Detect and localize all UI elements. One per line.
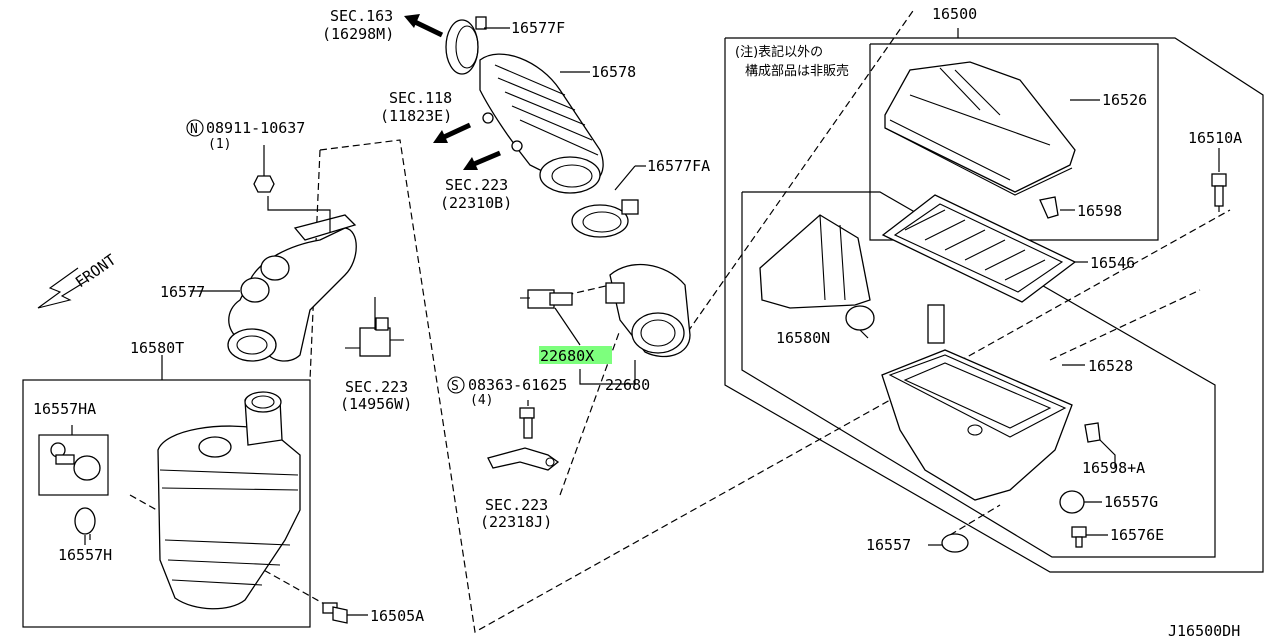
label-sec163-ref: (16298M): [322, 25, 394, 43]
valve-14956w-icon: [345, 317, 404, 357]
clip-16598-icon: [1039, 196, 1059, 219]
arrow-sec163-icon: [404, 14, 444, 38]
note-line-2: 構成部品は非販売: [745, 63, 849, 79]
label-sec223-b: SEC.223: [345, 378, 408, 396]
bolt-16505a-icon: [322, 602, 348, 624]
label-n-mark: N: [190, 122, 198, 137]
bracket-22318j-icon: [487, 447, 560, 471]
label-16546[interactable]: 16546: [1090, 254, 1135, 272]
sensor-22680x-icon: [520, 289, 573, 309]
bolt-16576e-icon: [1071, 526, 1087, 548]
screw-s-mark-icon: S: [447, 376, 465, 394]
cover-16526-icon: [884, 61, 1076, 196]
label-16578[interactable]: 16578: [591, 63, 636, 81]
label-diagram-id: J16500DH: [1168, 622, 1240, 640]
mount-16557h-icon: [74, 507, 96, 540]
label-16557[interactable]: 16557: [866, 536, 911, 554]
label-16500[interactable]: 16500: [932, 5, 977, 23]
case-16528-icon: [881, 304, 1073, 501]
label-22680[interactable]: 22680: [605, 376, 650, 394]
frame-resonator-box: [22, 379, 311, 628]
frame-air-cleaner-upper: [869, 43, 1159, 241]
label-16577fa[interactable]: 16577FA: [647, 157, 710, 175]
duct-16578-icon: [479, 53, 604, 194]
label-sec118: SEC.118: [389, 89, 452, 107]
label-sec223-a: SEC.223: [445, 176, 508, 194]
arrow-sec118-icon: [433, 122, 472, 143]
label-sec223-c-ref: (22318J): [480, 513, 552, 531]
bolt-n-mark-icon: N: [186, 119, 204, 137]
clamp-16577fa-icon: [571, 199, 639, 238]
duct-16580n-icon: [759, 214, 875, 331]
mount-16557ha-icon: [50, 442, 101, 481]
label-sec163: SEC.163: [330, 7, 393, 25]
label-16580n[interactable]: 16580N: [776, 329, 830, 347]
note-line-1: (注)表記以外の: [735, 44, 823, 60]
label-16510a[interactable]: 16510A: [1188, 129, 1242, 147]
mount-16557g-icon: [1059, 490, 1085, 514]
label-16577[interactable]: 16577: [160, 283, 205, 301]
arrow-sec223-icon: [463, 150, 501, 170]
label-22680x[interactable]: 22680X: [540, 347, 594, 365]
label-08363-61625[interactable]: 08363-61625: [468, 376, 567, 394]
front-arrow-icon: [37, 267, 89, 309]
bolt-16510a-icon: [1211, 173, 1227, 212]
air-flow-meter-22680-icon: [605, 263, 691, 358]
highlight-22680x: [539, 346, 612, 364]
frame-mount-kit-box: [38, 434, 109, 496]
label-16557ha[interactable]: 16557HA: [33, 400, 96, 418]
label-16557h[interactable]: 16557H: [58, 546, 112, 564]
clip-16598a-icon: [1084, 422, 1101, 443]
label-08911-10637[interactable]: 08911-10637: [206, 119, 305, 137]
label-08363-qty: (4): [470, 393, 493, 408]
frame-air-cleaner-lower: [741, 191, 1216, 558]
clamp-16577f-icon: [445, 16, 487, 75]
label-16526[interactable]: 16526: [1102, 91, 1147, 109]
label-16528[interactable]: 16528: [1088, 357, 1133, 375]
frame-air-cleaner-outer: [724, 37, 1264, 573]
label-16577f[interactable]: 16577F: [511, 19, 565, 37]
nut-n-icon: [253, 145, 275, 193]
label-sec223-b-ref: (14956W): [340, 395, 412, 413]
label-16576e[interactable]: 16576E: [1110, 526, 1164, 544]
leader-lines: [71, 27, 1220, 616]
bolt-s-icon: [519, 407, 535, 439]
label-sec223-a-ref: (22310B): [440, 194, 512, 212]
label-sec118-ref: (11823E): [380, 107, 452, 125]
resonator-16580t-icon: [157, 391, 301, 610]
label-16580t[interactable]: 16580T: [130, 339, 184, 357]
label-sec223-c: SEC.223: [485, 496, 548, 514]
label-16598a[interactable]: 16598+A: [1082, 459, 1145, 477]
label-16505a[interactable]: 16505A: [370, 607, 424, 625]
label-s-mark: S: [451, 379, 459, 394]
mount-16557-icon: [941, 533, 969, 553]
inlet-pipe-16577-icon: [227, 214, 357, 362]
label-08911-qty: (1): [208, 137, 231, 152]
label-16598[interactable]: 16598: [1077, 202, 1122, 220]
label-16557g[interactable]: 16557G: [1104, 493, 1158, 511]
label-front: FRONT: [72, 251, 119, 292]
